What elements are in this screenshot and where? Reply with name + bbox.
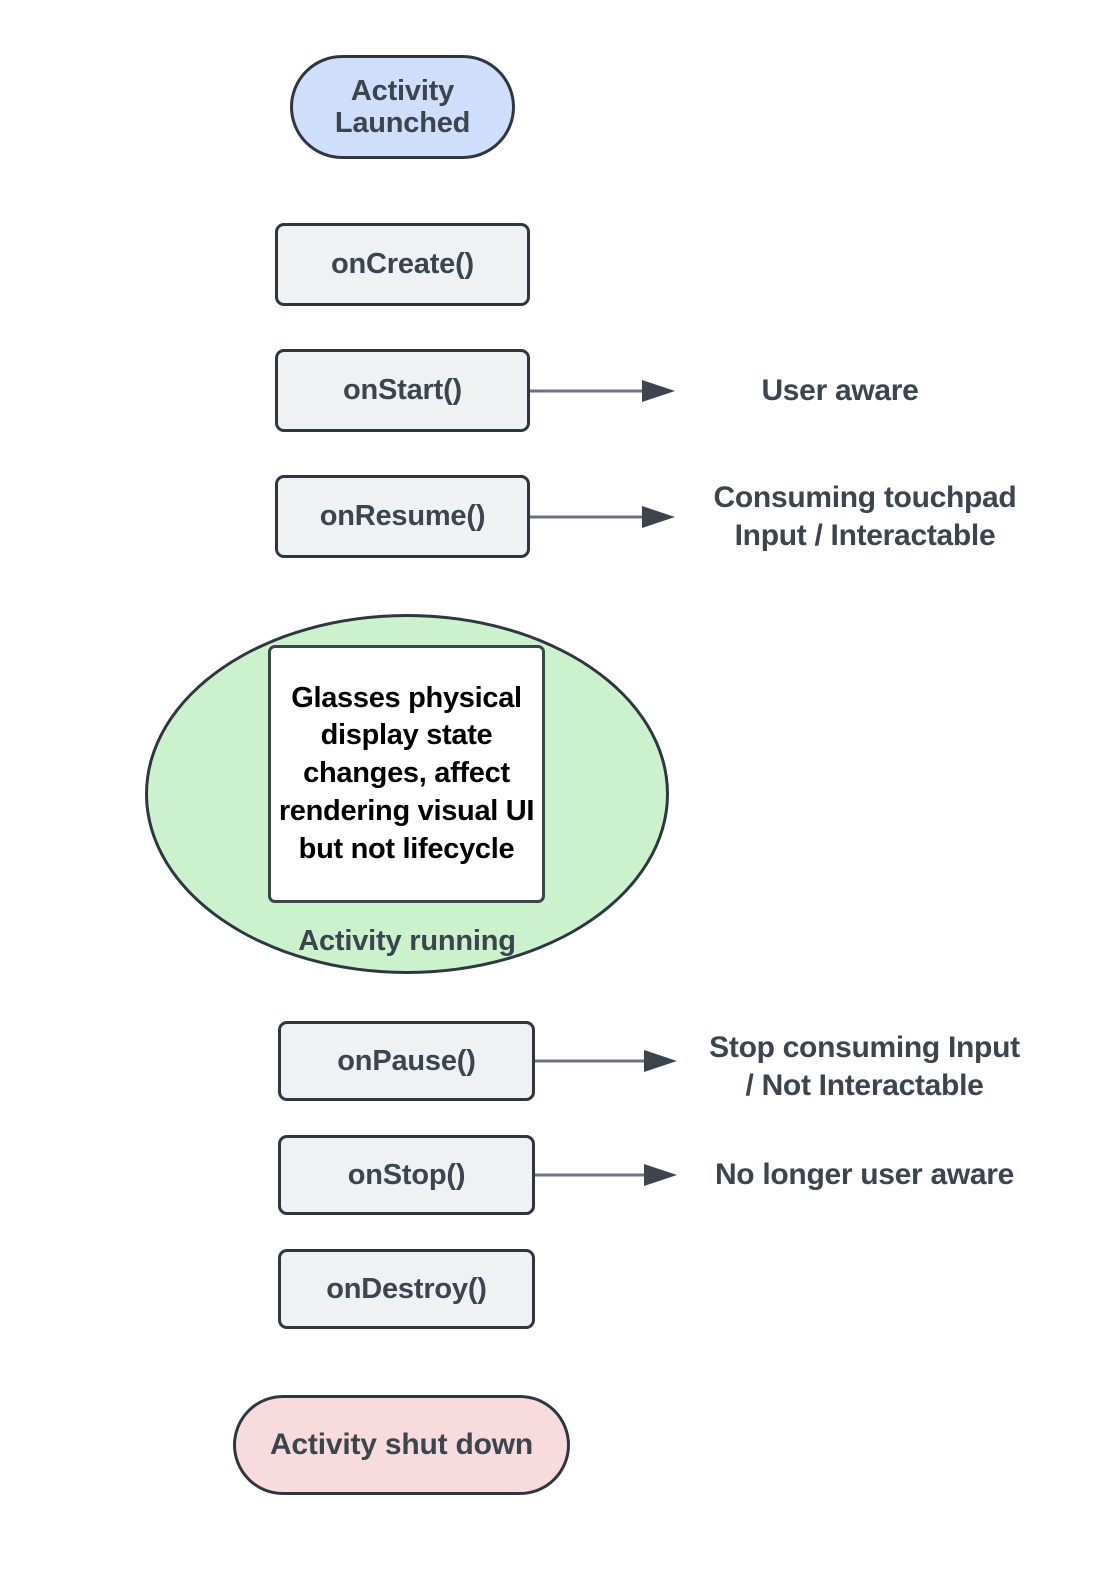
node-activity-shut-down[interactable]: Activity shut down — [233, 1395, 570, 1495]
node-on-pause[interactable]: onPause() — [278, 1021, 535, 1101]
label-stop-consuming-input: Stop consuming Input / Not Interactable — [709, 1031, 1020, 1102]
label-user-aware: User aware — [761, 374, 919, 407]
note-glasses-display-state[interactable]: Glasses physical display state changes, … — [268, 645, 545, 903]
node-activity-launched[interactable]: Activity Launched — [290, 55, 515, 159]
node-on-resume[interactable]: onResume() — [275, 475, 530, 558]
arrow-on-resume-to-note — [530, 505, 675, 529]
arrow-on-start-to-note — [530, 379, 675, 403]
node-on-destroy[interactable]: onDestroy() — [278, 1249, 535, 1329]
node-on-create[interactable]: onCreate() — [275, 223, 530, 306]
arrow-on-stop-to-note — [535, 1163, 677, 1187]
label-no-longer-user-aware: No longer user aware — [714, 1158, 1015, 1191]
label-activity-running: Activity running — [298, 925, 516, 957]
node-on-stop[interactable]: onStop() — [278, 1135, 535, 1215]
node-on-start[interactable]: onStart() — [275, 349, 530, 432]
arrow-on-pause-to-note — [535, 1049, 677, 1073]
label-consuming-touchpad: Consuming touchpad Input / Interactable — [713, 481, 1017, 552]
